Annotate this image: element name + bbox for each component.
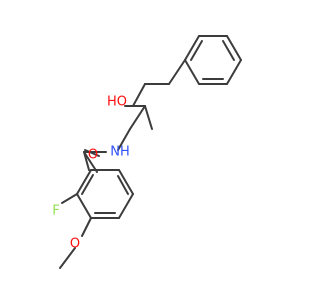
bond bbox=[132, 83, 146, 107]
bond bbox=[168, 59, 186, 85]
bond bbox=[76, 193, 92, 219]
bond bbox=[118, 193, 134, 219]
bond bbox=[184, 35, 200, 61]
bond bbox=[83, 151, 90, 171]
hydroxyl-label: HO bbox=[107, 95, 127, 110]
amide-group bbox=[83, 149, 107, 173]
molecule-structure-diagram: O NH HO F O bbox=[52, 35, 242, 269]
bond bbox=[226, 59, 242, 85]
methoxy-oxygen-label: O bbox=[70, 237, 80, 252]
methoxy-o-bond bbox=[81, 217, 92, 237]
bond bbox=[83, 151, 98, 173]
methyl-bond bbox=[144, 105, 153, 130]
amide-nitrogen-label: NH bbox=[110, 145, 130, 160]
bond bbox=[76, 169, 92, 195]
double-bond-inner bbox=[81, 174, 94, 195]
double-bond-inner bbox=[222, 40, 235, 61]
bond-to-nitrogen bbox=[117, 128, 131, 151]
benzamide-ring bbox=[76, 169, 134, 219]
bond bbox=[129, 105, 146, 130]
bond bbox=[118, 169, 134, 195]
alkyl-chain bbox=[117, 59, 186, 151]
double-bond-inner bbox=[190, 40, 203, 61]
methyl-bond bbox=[59, 247, 76, 269]
carbonyl-bond bbox=[84, 149, 100, 157]
bond bbox=[184, 59, 200, 85]
bond bbox=[226, 35, 242, 61]
phenyl-ring bbox=[184, 35, 242, 85]
double-bond-inner bbox=[117, 175, 129, 195]
fluoro-bond bbox=[61, 193, 78, 204]
carbonyl-oxygen-label: O bbox=[88, 148, 98, 163]
fluorine-label: F bbox=[52, 204, 59, 219]
molecule-svg: O NH HO F O bbox=[52, 35, 242, 269]
